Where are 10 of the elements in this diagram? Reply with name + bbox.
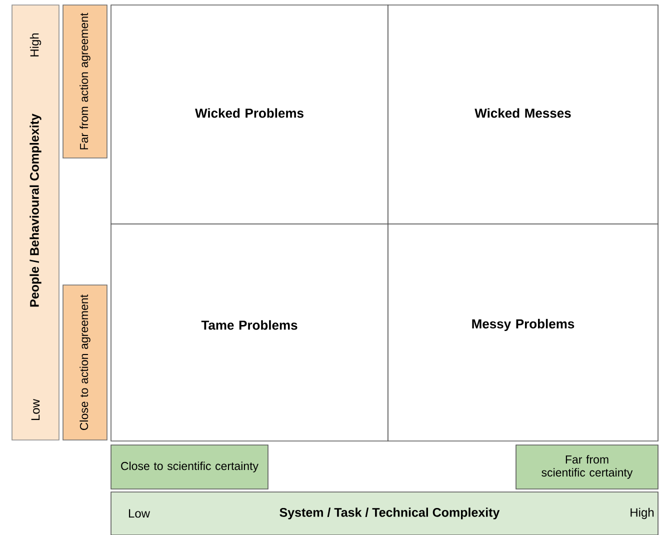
quadrant-cell: Wicked Problems: [110, 4, 388, 224]
axis-band: Low System / Task / Technical Complexity High: [110, 492, 658, 535]
agreement-box: Far from action agreement: [62, 4, 108, 158]
certainty-box: Far from scientific certainty: [516, 444, 658, 490]
quadrant-cell: Tame Problems: [110, 224, 388, 442]
agreement-box: Close to action agreement: [62, 284, 108, 440]
quadrant-cell: Wicked Messes: [388, 4, 658, 224]
quadrant-cell: Messy Problems: [388, 224, 658, 442]
certainty-box: Close to scientific certainty: [110, 444, 268, 490]
axis-band: Low People / Behavioural Complexity High: [12, 4, 60, 440]
